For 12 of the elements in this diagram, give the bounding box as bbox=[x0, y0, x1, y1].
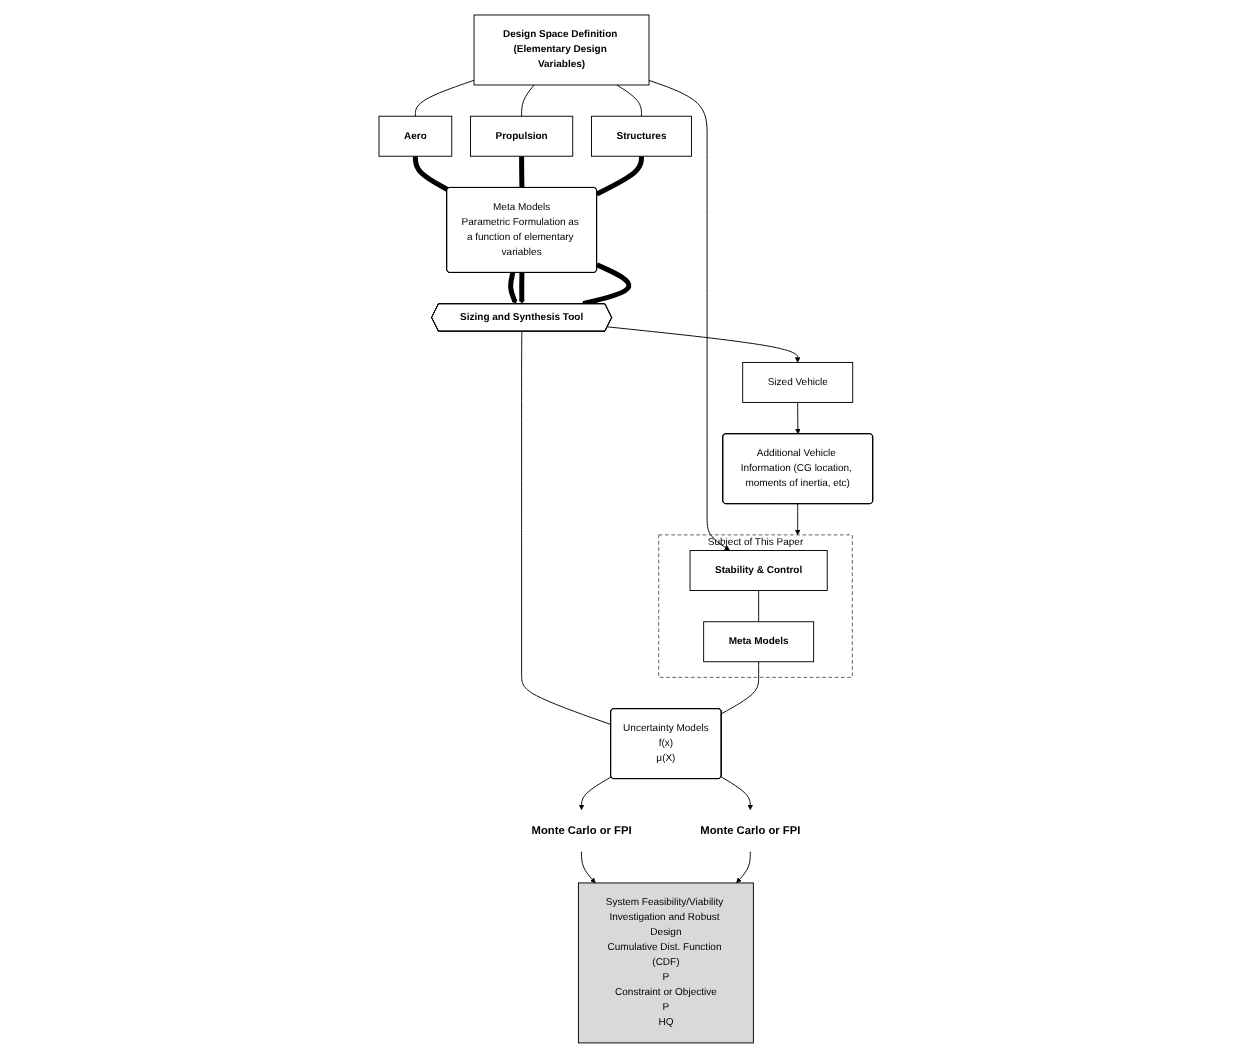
connector bbox=[615, 84, 642, 117]
connector bbox=[412, 156, 448, 192]
connector bbox=[520, 331, 611, 725]
connector bbox=[720, 661, 759, 715]
connector bbox=[757, 590, 759, 623]
arrow bbox=[507, 272, 517, 305]
connector bbox=[518, 156, 524, 188]
connector bbox=[520, 84, 534, 117]
connector bbox=[414, 79, 474, 117]
connector bbox=[594, 156, 644, 197]
arrow bbox=[518, 272, 524, 305]
arrow bbox=[580, 262, 631, 306]
